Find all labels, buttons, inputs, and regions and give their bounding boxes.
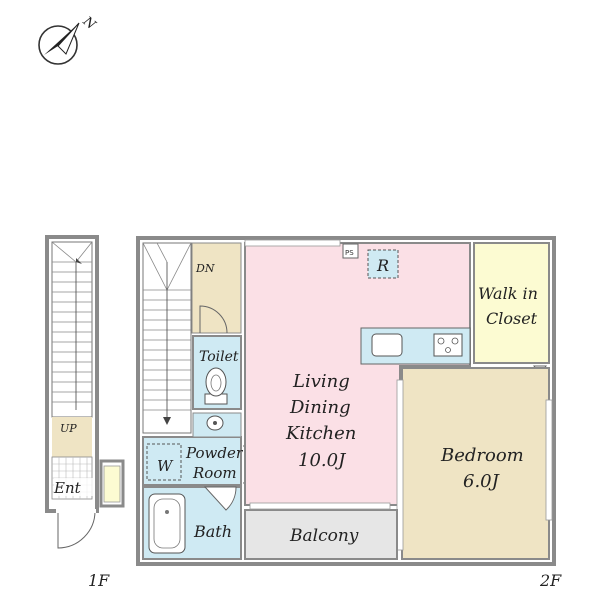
compass-north-label: N <box>79 13 99 33</box>
2f-corridor <box>191 242 242 334</box>
fridge-space <box>367 249 399 279</box>
bath-door <box>203 486 237 511</box>
floor-label-2f: 2F <box>539 571 562 590</box>
kitchen-sink-icon <box>371 333 403 357</box>
ps-label: PS <box>345 249 354 257</box>
walk-in-closet <box>473 242 550 364</box>
powder-room <box>142 436 242 486</box>
1f-up-label: UP <box>60 422 77 435</box>
ps-box <box>342 243 359 259</box>
1f-entrance <box>51 456 94 500</box>
bedroom <box>401 367 550 560</box>
closet-label-1: Walk in <box>478 284 538 303</box>
ldk-label-2: Dining <box>289 397 351 418</box>
floor-1f: UP Ent 1F <box>45 235 125 590</box>
2f-stairs <box>142 242 192 434</box>
stove-icon <box>433 333 463 357</box>
fridge-label: R <box>376 256 389 275</box>
ldk-size: 10.0J <box>298 450 347 471</box>
balcony-window <box>249 502 391 510</box>
floor-label-1f: 1F <box>88 571 110 590</box>
1f-stairs <box>51 241 93 418</box>
bedroom-label: Bedroom <box>440 445 524 466</box>
floor-2f: DN Toilet W Powder Room Bath <box>136 236 562 590</box>
sink-icon <box>206 415 224 431</box>
ldk-label-1: Living <box>292 371 350 392</box>
balcony <box>244 509 398 560</box>
2f-dn-label: DN <box>195 262 215 275</box>
closet-label-2: Closet <box>486 309 538 328</box>
compass: N <box>38 13 99 65</box>
bedroom-size: 6.0J <box>463 471 501 492</box>
ldk-room <box>244 242 471 506</box>
compass-needle-icon <box>44 23 79 55</box>
bedroom-window-right <box>545 399 553 521</box>
toilet-icon <box>204 367 228 405</box>
bedroom-window-balcony <box>396 379 404 551</box>
powder-room-label-1: Powder <box>185 444 244 462</box>
1f-entrance-label: Ent <box>53 479 82 497</box>
balcony-label: Balcony <box>289 526 359 546</box>
1f-shoe-cabinet <box>103 465 121 503</box>
1f-entrance-door <box>57 510 96 549</box>
kitchen-counter <box>360 327 471 365</box>
washer-label: W <box>157 457 174 475</box>
ldk-window-top <box>244 239 341 247</box>
bathtub-icon <box>148 493 186 554</box>
compass-needle-light <box>57 22 80 55</box>
toilet-door <box>199 305 228 334</box>
washer-space <box>146 443 182 481</box>
1f-hall <box>52 417 92 457</box>
toilet-label: Toilet <box>199 349 239 365</box>
bath-label: Bath <box>193 522 232 541</box>
ldk-label-3: Kitchen <box>285 423 356 444</box>
powder-room-label-2: Room <box>192 464 237 482</box>
